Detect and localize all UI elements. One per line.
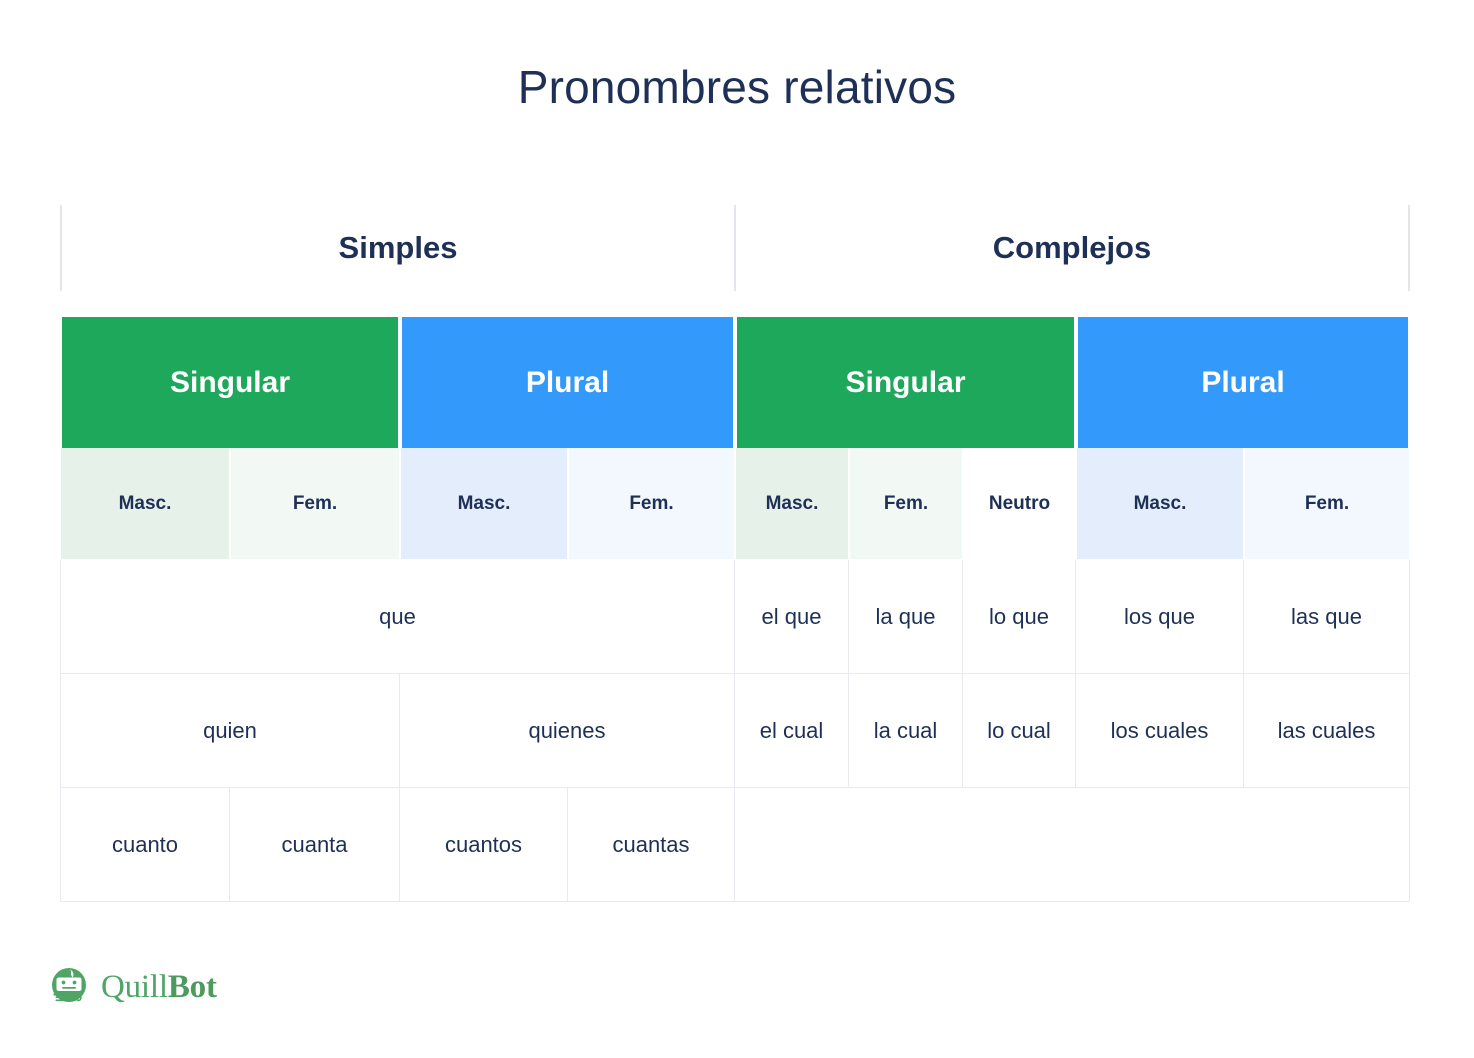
gender-header-simples-plural-fem: Fem.: [568, 448, 735, 560]
brand-bot: Bot: [167, 968, 217, 1005]
band-simples-plural: Plural: [400, 317, 735, 448]
cell-simples-cuantas: cuantas: [568, 788, 735, 902]
cell-simples-quienes: quienes: [400, 674, 735, 788]
cell-simples-cuantos: cuantos: [400, 788, 568, 902]
band-complejos-plural: Plural: [1076, 317, 1410, 448]
table-row: cuanto cuanta cuantos cuantas: [60, 788, 1410, 902]
group-header-row: Simples Complejos: [60, 205, 1410, 291]
quillbot-logo: QuillBot: [47, 965, 217, 1009]
cell-complejos-los-cuales: los cuales: [1076, 674, 1244, 788]
gender-header-complejos-singular-fem: Fem.: [849, 448, 963, 560]
table-row: quien quienes el cual la cual lo cual lo…: [60, 674, 1410, 788]
quillbot-robot-icon: [52, 968, 86, 1002]
group-header-complejos: Complejos: [734, 205, 1410, 291]
quillbot-wordmark: QuillBot: [101, 968, 217, 1005]
cell-complejos-las-cuales: las cuales: [1244, 674, 1410, 788]
band-simples-singular: Singular: [60, 317, 400, 448]
brand-quill: Quill: [101, 968, 168, 1005]
cell-complejos-las-que: las que: [1244, 560, 1410, 674]
cell-complejos-el-que: el que: [735, 560, 849, 674]
pronouns-table: Singular Plural Singular Plural Masc. Fe…: [60, 317, 1410, 902]
gender-header-row: Masc. Fem. Masc. Fem. Masc. Fem. Neutro …: [60, 448, 1410, 560]
cell-complejos-el-cual: el cual: [735, 674, 849, 788]
cell-complejos-empty: [735, 788, 1410, 902]
group-header-simples: Simples: [60, 205, 734, 291]
number-band-row: Singular Plural Singular Plural: [60, 317, 1410, 448]
gender-header-complejos-plural-masc: Masc.: [1076, 448, 1244, 560]
band-complejos-singular: Singular: [735, 317, 1076, 448]
cell-complejos-los-que: los que: [1076, 560, 1244, 674]
table-row: que el que la que lo que los que las que: [60, 560, 1410, 674]
gender-header-simples-plural-masc: Masc.: [400, 448, 568, 560]
cell-simples-cuanta: cuanta: [230, 788, 400, 902]
cell-simples-que: que: [60, 560, 735, 674]
gender-header-simples-singular-fem: Fem.: [230, 448, 400, 560]
cell-simples-quien: quien: [60, 674, 400, 788]
cell-complejos-la-cual: la cual: [849, 674, 963, 788]
cell-simples-cuanto: cuanto: [60, 788, 230, 902]
cell-complejos-la-que: la que: [849, 560, 963, 674]
cell-complejos-lo-cual: lo cual: [963, 674, 1076, 788]
cell-complejos-lo-que: lo que: [963, 560, 1076, 674]
gender-header-complejos-singular-neutro: Neutro: [963, 448, 1076, 560]
gender-header-complejos-singular-masc: Masc.: [735, 448, 849, 560]
gender-header-complejos-plural-fem: Fem.: [1244, 448, 1410, 560]
gender-header-simples-singular-masc: Masc.: [60, 448, 230, 560]
page-title: Pronombres relativos: [517, 61, 957, 113]
